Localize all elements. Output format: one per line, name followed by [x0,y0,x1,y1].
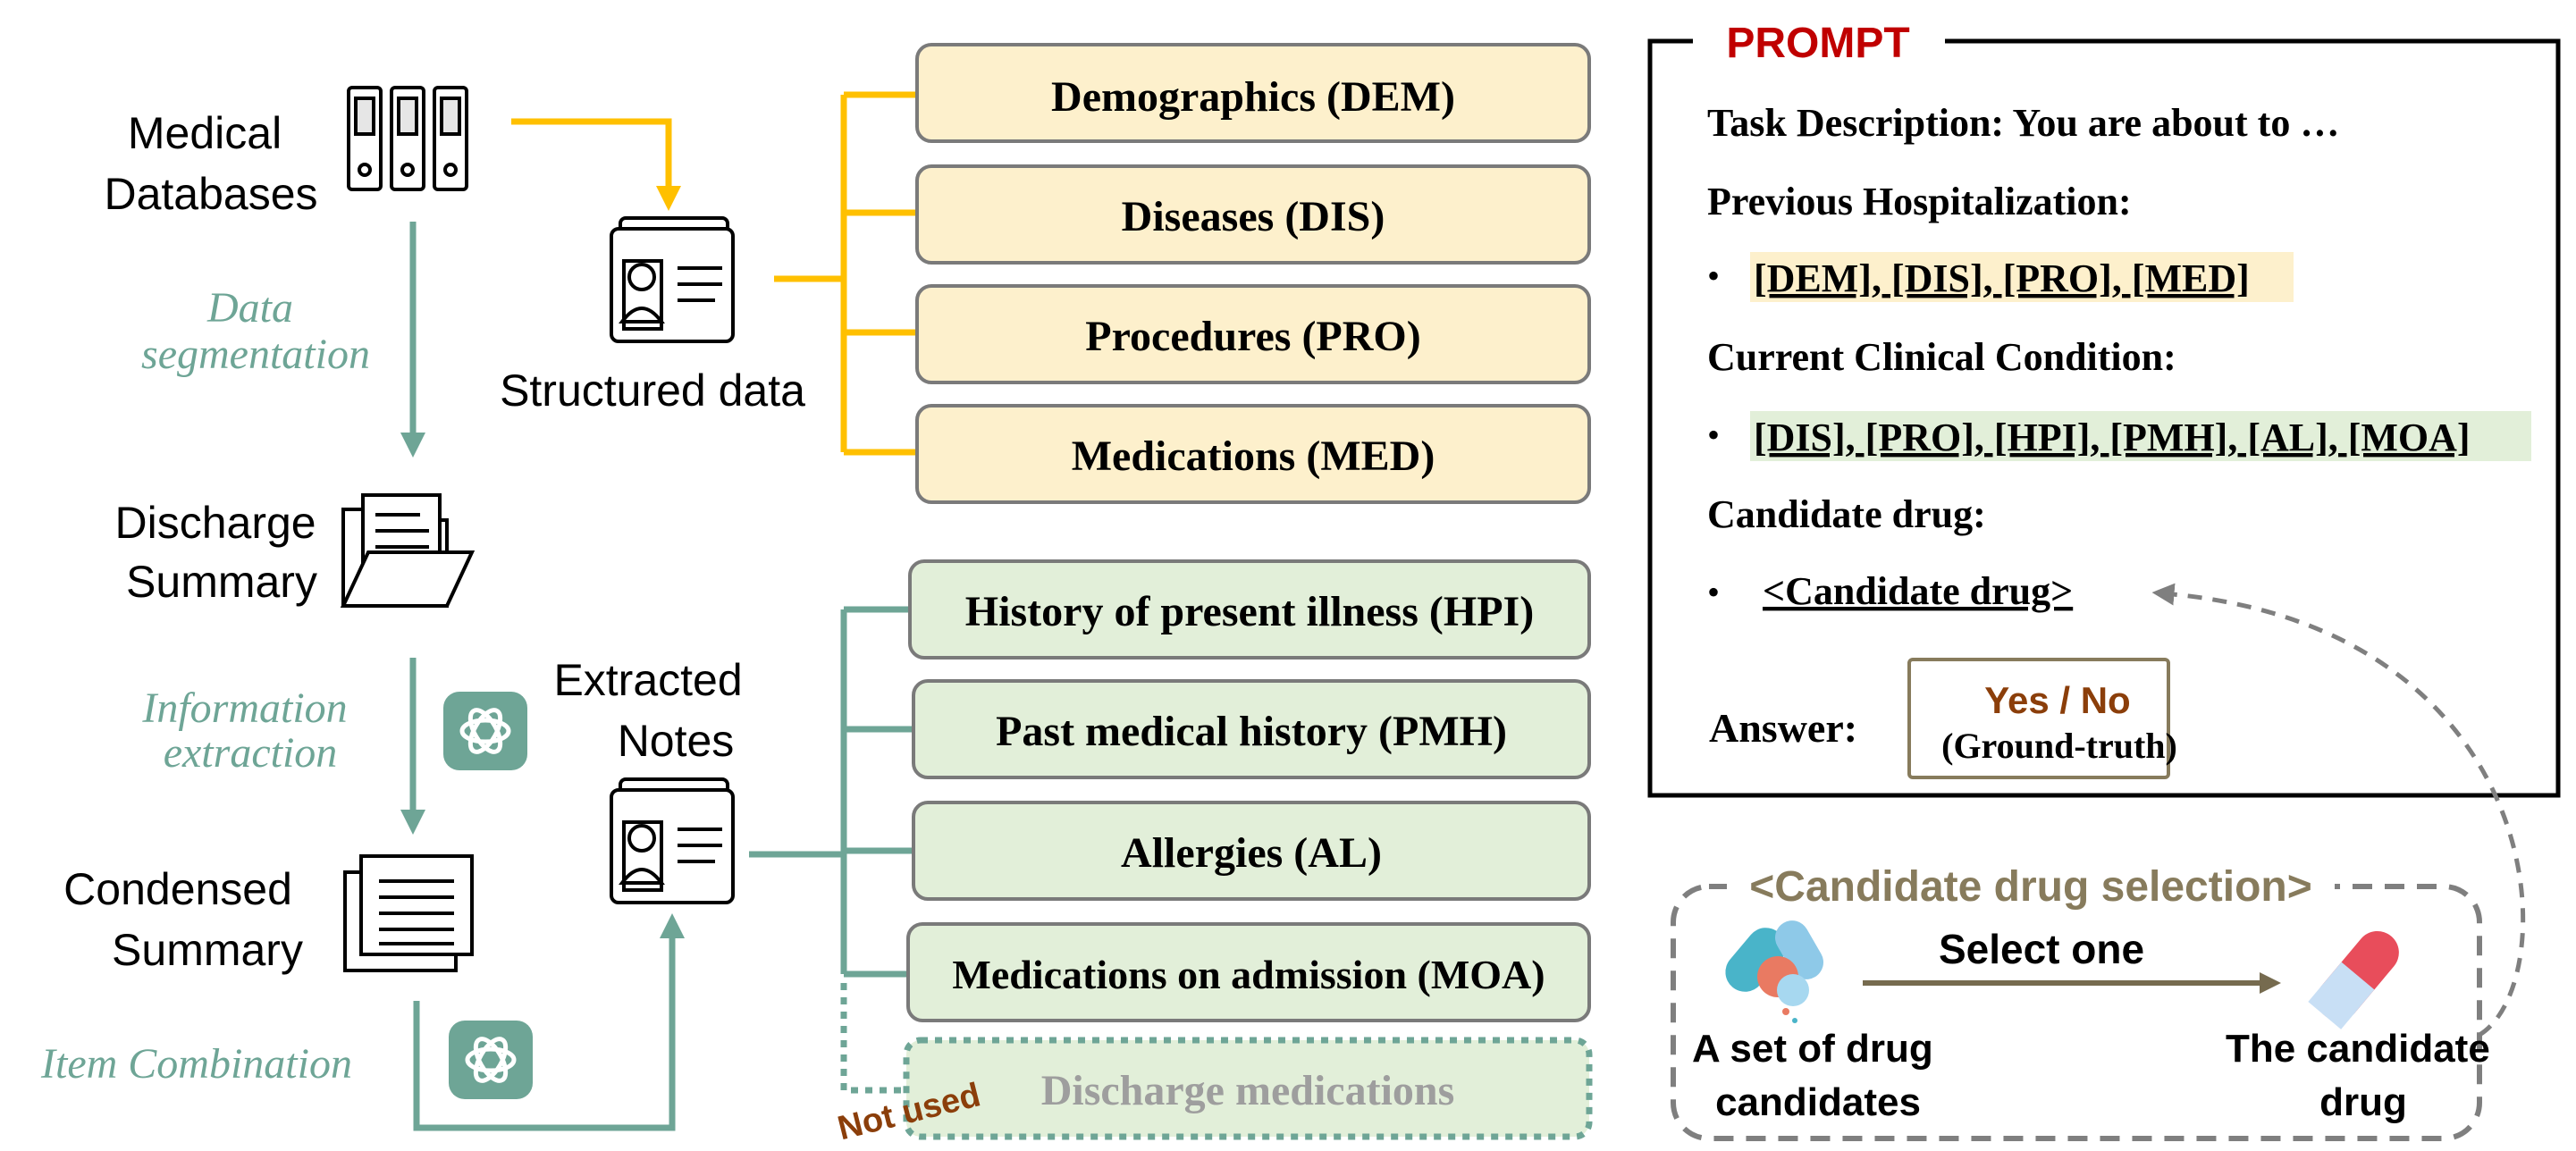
bullet: • [1707,572,1720,612]
unused-item-label: Discharge medications [1041,1067,1455,1114]
databases-to-structured-arrow [511,118,681,211]
previous-hospitalization-heading: Previous Hospitalization: [1707,180,2132,223]
notes-bracket [749,606,912,978]
note-item-box-hpi: History of present illness (HPI) [908,559,1591,660]
summary-document-icon [343,854,474,972]
prompt-title: PROMPT [1726,20,1909,67]
candidate-drug-heading: Candidate drug: [1707,492,1986,536]
bullet: • [1707,256,1720,296]
answer-box [1907,658,2170,779]
current-items: [DIS], [PRO], [HPI], [PMH], [AL], [MOA] [1754,416,2471,459]
answer-note: (Ground-truth) [1941,726,2177,766]
note-item-box-pmh: Past medical history (PMH) [912,679,1591,779]
database-icon [347,86,468,191]
candidate-feedback-arrow [2151,583,2526,1038]
data-segmentation-label: Data segmentation [141,284,370,378]
candidate-selection-title: <Candidate drug selection> [1749,863,2311,911]
folder-document-icon [340,493,476,608]
structured-item-box-dem: Demographics (DEM) [915,43,1591,143]
note-item-box-moa: Medications on admission (MOA) [906,922,1591,1022]
note-item-label: Medications on admission (MOA) [952,952,1545,997]
answer-label: Answer: [1709,705,1857,751]
structured-item-box-med: Medications (MED) [915,404,1591,504]
medical-databases-label: Medical Databases [104,108,317,219]
condensed-summary-label: Condensed Summary [63,864,305,975]
select-one-label: Select one [1939,926,2144,972]
extracted-notes-label: Extracted Notes [553,655,754,766]
bullet: • [1707,415,1720,455]
note-item-label: Past medical history (PMH) [996,708,1507,755]
candidate-selection-panel: <Candidate drug selection> A set of drug… [1671,861,2501,1141]
candidate-drug-item: <Candidate drug> [1763,569,2073,613]
previous-items: [DEM], [DIS], [PRO], [MED] [1754,256,2250,300]
structured-item-label: Procedures (PRO) [1085,313,1420,360]
note-item-box-al: Allergies (AL) [912,801,1591,901]
not-used-dotted-connector [840,983,906,1094]
prompt-panel: PROMPT Task Description: You are about t… [1647,16,2561,798]
capsule-icon [2308,930,2399,1029]
note-item-label: History of present illness (HPI) [965,588,1534,635]
structured-item-box-pro: Procedures (PRO) [915,284,1591,384]
structured-item-label: Medications (MED) [1072,433,1435,480]
structured-data-id-card-icon [610,216,735,343]
current-items-highlight [1750,411,2531,461]
combination-arrow [413,913,685,1131]
previous-items-highlight [1750,252,2294,302]
structured-item-label: Diseases (DIS) [1122,193,1385,240]
note-item-label: Allergies (AL) [1121,829,1382,877]
information-extraction-label: Information extraction [141,685,358,777]
extracted-notes-id-card-icon [610,777,735,904]
item-combination-label: Item Combination [40,1040,352,1088]
llm-logo-icon-2 [449,1021,533,1099]
drug-set-label: A set of drug candidates [1692,1027,1944,1124]
structured-bracket [774,91,917,456]
answer-value: Yes / No [1984,679,2130,721]
unused-item-box: Discharge medications [903,1037,1593,1140]
discharge-summary-label: Discharge Summary [114,498,328,607]
structured-data-label: Structured data [500,365,805,416]
task-description: Task Description: You are about to … [1707,101,2339,145]
structured-item-box-dis: Diseases (DIS) [915,164,1591,265]
llm-logo-icon [443,692,527,770]
current-condition-heading: Current Clinical Condition: [1707,335,2176,379]
structured-item-label: Demographics (DEM) [1051,73,1455,121]
drug-set-icon [1725,920,1823,1023]
candidate-drug-label: The candidate drug [2226,1027,2501,1124]
